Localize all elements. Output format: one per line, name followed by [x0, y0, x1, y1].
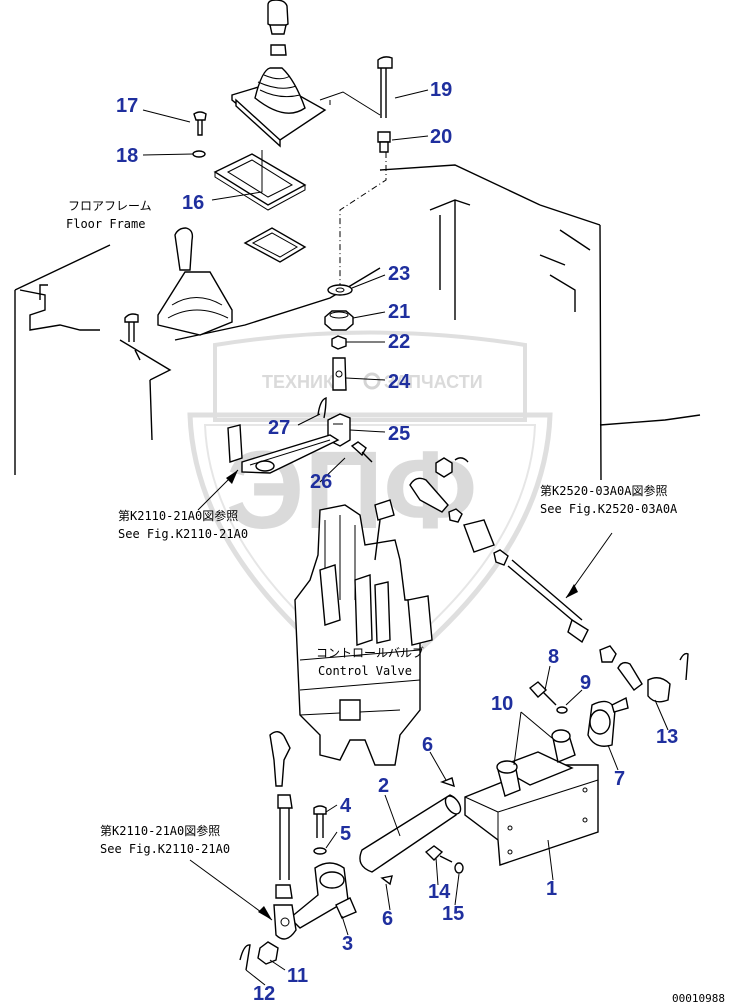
part-label-15: 15 [442, 903, 464, 925]
watermark-text-2: ЗАПЧАСТИ [384, 372, 483, 392]
washer-18 [192, 150, 206, 158]
part-label-26: 26 [310, 471, 332, 493]
arrow-k2110-lower [258, 906, 272, 920]
lever-3 [288, 862, 357, 929]
note-fig-k2520-jp: 第K2520-03A0A図参照 [540, 483, 667, 498]
bushing-10 [496, 729, 576, 797]
pin-6-upper [439, 777, 455, 788]
part-label-27: 27 [268, 417, 290, 439]
part-label-5: 5 [340, 823, 351, 845]
washer-9 [556, 706, 568, 714]
part-label-16: 16 [182, 192, 204, 214]
leader-lines [142, 89, 669, 986]
bushing-20 [377, 131, 391, 153]
part-label-1: 1 [546, 878, 557, 900]
washer-5 [313, 847, 327, 855]
shaft-2 [359, 794, 462, 873]
pin-27 [317, 397, 327, 419]
part-label-17: 17 [116, 95, 138, 117]
right-linkage [409, 457, 689, 703]
note-floor-frame-en: Floor Frame [66, 217, 145, 231]
bolt-8 [528, 681, 557, 706]
part-label-9: 9 [580, 672, 591, 694]
control-valve [294, 499, 433, 766]
gasket-plate [243, 227, 307, 263]
bolt-17 [193, 111, 207, 136]
note-fig-k2520-en: See Fig.K2520-03A0A [540, 502, 678, 516]
bolt-14 [424, 845, 453, 863]
bracket-1 [464, 751, 599, 866]
part-label-20: 20 [430, 126, 452, 148]
watermark-text-1: ТЕХНИКА [262, 372, 347, 392]
note-fig-k2110-lower-jp: 第K2110-21A0図参照 [100, 823, 220, 838]
part-label-14: 14 [428, 881, 451, 903]
arrow-k2520 [566, 584, 578, 598]
washer-23 [327, 284, 353, 296]
part-label-10: 10 [491, 693, 513, 715]
part-label-3: 3 [342, 933, 353, 955]
part-label-12: 12 [253, 983, 275, 1005]
nut-11 [257, 941, 279, 965]
note-floor-frame-jp: フロアフレーム [68, 199, 152, 213]
leader-k2110-lower [189, 859, 273, 921]
note-fig-k2110-lower-en: See Fig.K2110-21A0 [100, 842, 230, 856]
rod-19 [377, 56, 393, 118]
link-bracket [227, 424, 340, 474]
part-label-24: 24 [388, 371, 411, 393]
part-label-25: 25 [388, 423, 410, 445]
part-label-13: 13 [656, 726, 678, 748]
note-fig-k2110-upper-en: See Fig.K2110-21A0 [118, 527, 248, 541]
part-label-23: 23 [388, 263, 410, 285]
lever-knob [267, 0, 289, 56]
part-label-8: 8 [548, 646, 559, 668]
part-label-18: 18 [116, 145, 138, 167]
lower-left-rod [269, 731, 297, 940]
part-label-4: 4 [340, 795, 352, 817]
pin-6-lower [380, 875, 393, 886]
arrow-k2110-upper [226, 470, 238, 484]
pin-12 [239, 944, 251, 971]
part-label-19: 19 [430, 79, 452, 101]
ghost-lever-assembly [124, 227, 233, 342]
part-label-6-upper: 6 [422, 734, 433, 756]
center-line-upper [339, 152, 387, 285]
bolt-26 [350, 441, 373, 463]
lever-boot [231, 67, 327, 148]
part-label-22: 22 [388, 331, 410, 353]
part-label-11: 11 [287, 965, 308, 987]
bolt-4 [313, 805, 327, 838]
drawing-code: 00010988 [672, 992, 725, 1005]
note-control-valve-jp: コントロールバルブ [316, 645, 424, 660]
nut-22 [331, 335, 347, 350]
part-label-2: 2 [378, 775, 389, 797]
floor-frame-outline [14, 164, 701, 481]
part-label-7: 7 [614, 768, 625, 790]
part-label-6-lower: 6 [382, 908, 393, 930]
note-fig-k2110-upper-jp: 第K2110-21A0図参照 [118, 508, 238, 523]
washer-15 [454, 862, 464, 874]
nut-21 [324, 310, 354, 331]
lever-7 [587, 696, 629, 747]
note-control-valve-en: Control Valve [318, 664, 412, 678]
cover-plate-16 [213, 153, 307, 211]
part-label-21: 21 [388, 301, 410, 323]
joint-24 [332, 357, 347, 391]
